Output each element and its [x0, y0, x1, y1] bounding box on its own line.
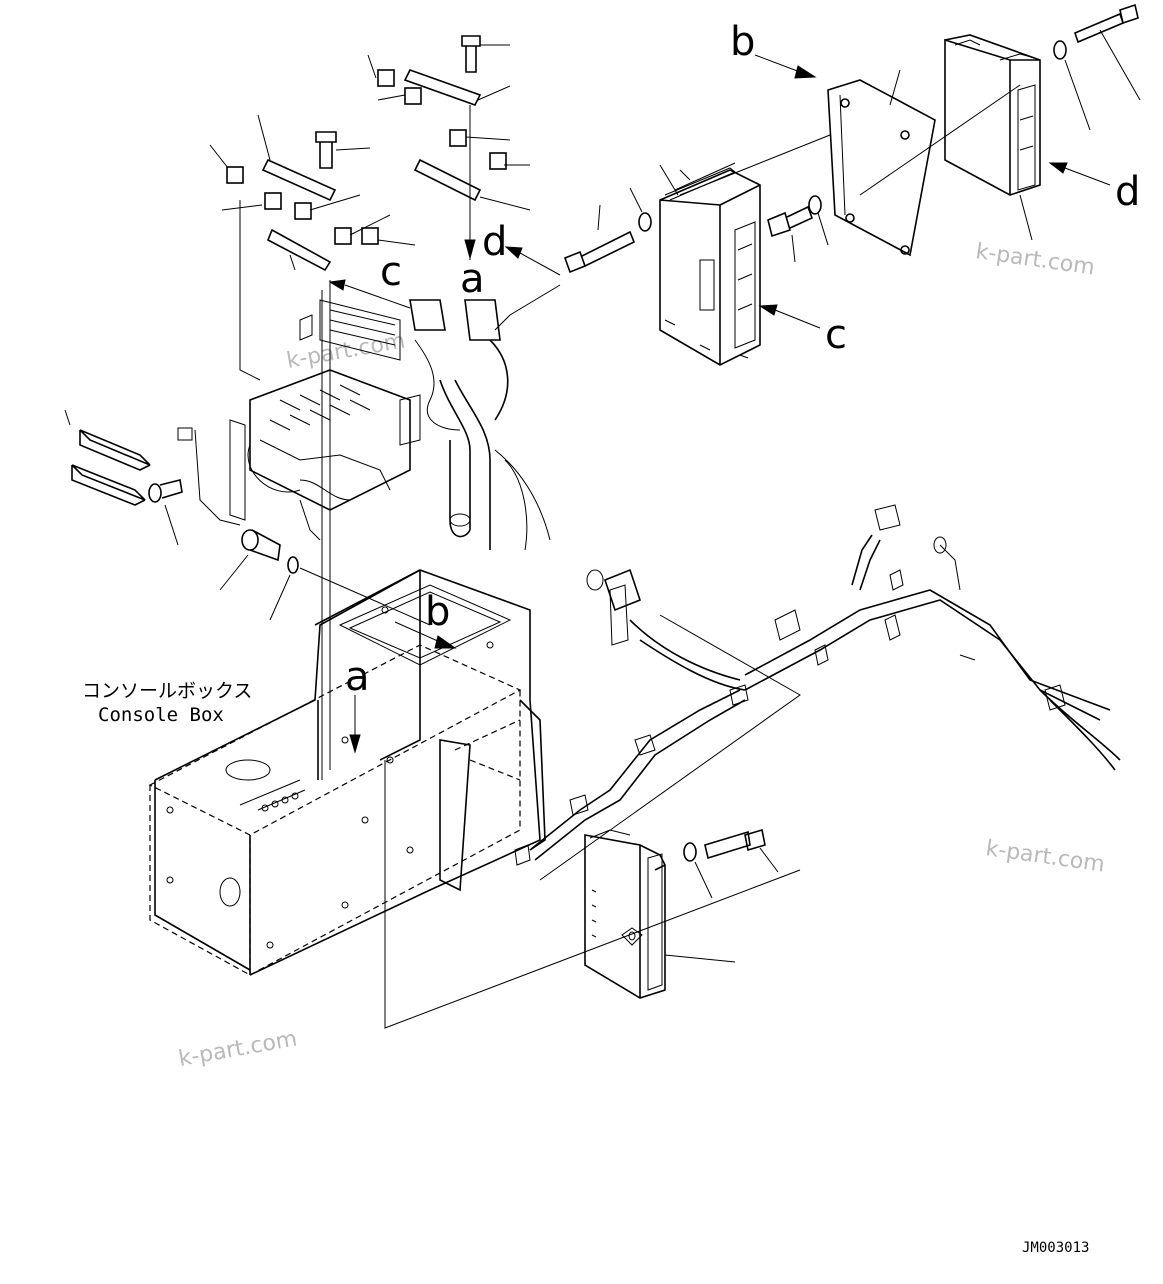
- console-box-label-en: Console Box: [98, 704, 224, 726]
- arrow-b-bottom: [394, 621, 457, 649]
- grommet-left: [219, 529, 431, 626]
- long-bolt-center: [563, 230, 636, 274]
- harness-upper: [399, 299, 551, 551]
- arrow-c-center: [328, 279, 411, 309]
- watermark-mid-right: k-part.com: [984, 836, 1106, 877]
- callout-b-bottom: b: [425, 589, 450, 635]
- cover-plates-left: [64, 409, 151, 506]
- callout-c-right: c: [825, 312, 847, 358]
- bolt-bottom: [704, 828, 766, 860]
- bolt-plate: [767, 205, 814, 238]
- harness-right: [514, 504, 1121, 881]
- drawing-code: JM003013: [1022, 1240, 1089, 1256]
- console-box: [148, 569, 546, 977]
- washer-plate: [808, 195, 822, 215]
- callout-a-bottom: a: [345, 654, 370, 700]
- callout-d-right: d: [1115, 169, 1140, 215]
- callout-b-top: b: [730, 19, 755, 65]
- relays-group-top: [209, 35, 531, 381]
- controller-top-right: [944, 34, 1041, 196]
- washer-center: [638, 212, 652, 232]
- watermark-bottom-left: k-part.com: [177, 1026, 299, 1071]
- controller-center: [659, 162, 761, 366]
- relay-icon: [226, 69, 507, 245]
- arrow-a-top: [464, 200, 476, 260]
- watermark-center: k-part.com: [285, 328, 407, 373]
- arrow-d-center: [504, 246, 561, 276]
- bracket-plate: [827, 79, 936, 257]
- arrow-d-right: [1048, 162, 1111, 186]
- controller-bottom: [584, 829, 666, 999]
- clip-left: [148, 479, 183, 546]
- watermark-top-right: k-part.com: [974, 239, 1096, 280]
- arrow-c-right: [758, 304, 821, 329]
- washer-top-right: [1053, 40, 1067, 60]
- washer-bottom: [683, 842, 697, 862]
- console-box-label-jp: コンソールボックス: [82, 680, 252, 702]
- bolt-top-right: [1074, 3, 1139, 44]
- callout-a-top: a: [460, 256, 485, 302]
- arrow-a-bottom: [349, 695, 361, 754]
- arrow-b-top: [754, 54, 817, 79]
- callout-c-center: c: [380, 249, 402, 295]
- callout-d-center: d: [482, 219, 507, 265]
